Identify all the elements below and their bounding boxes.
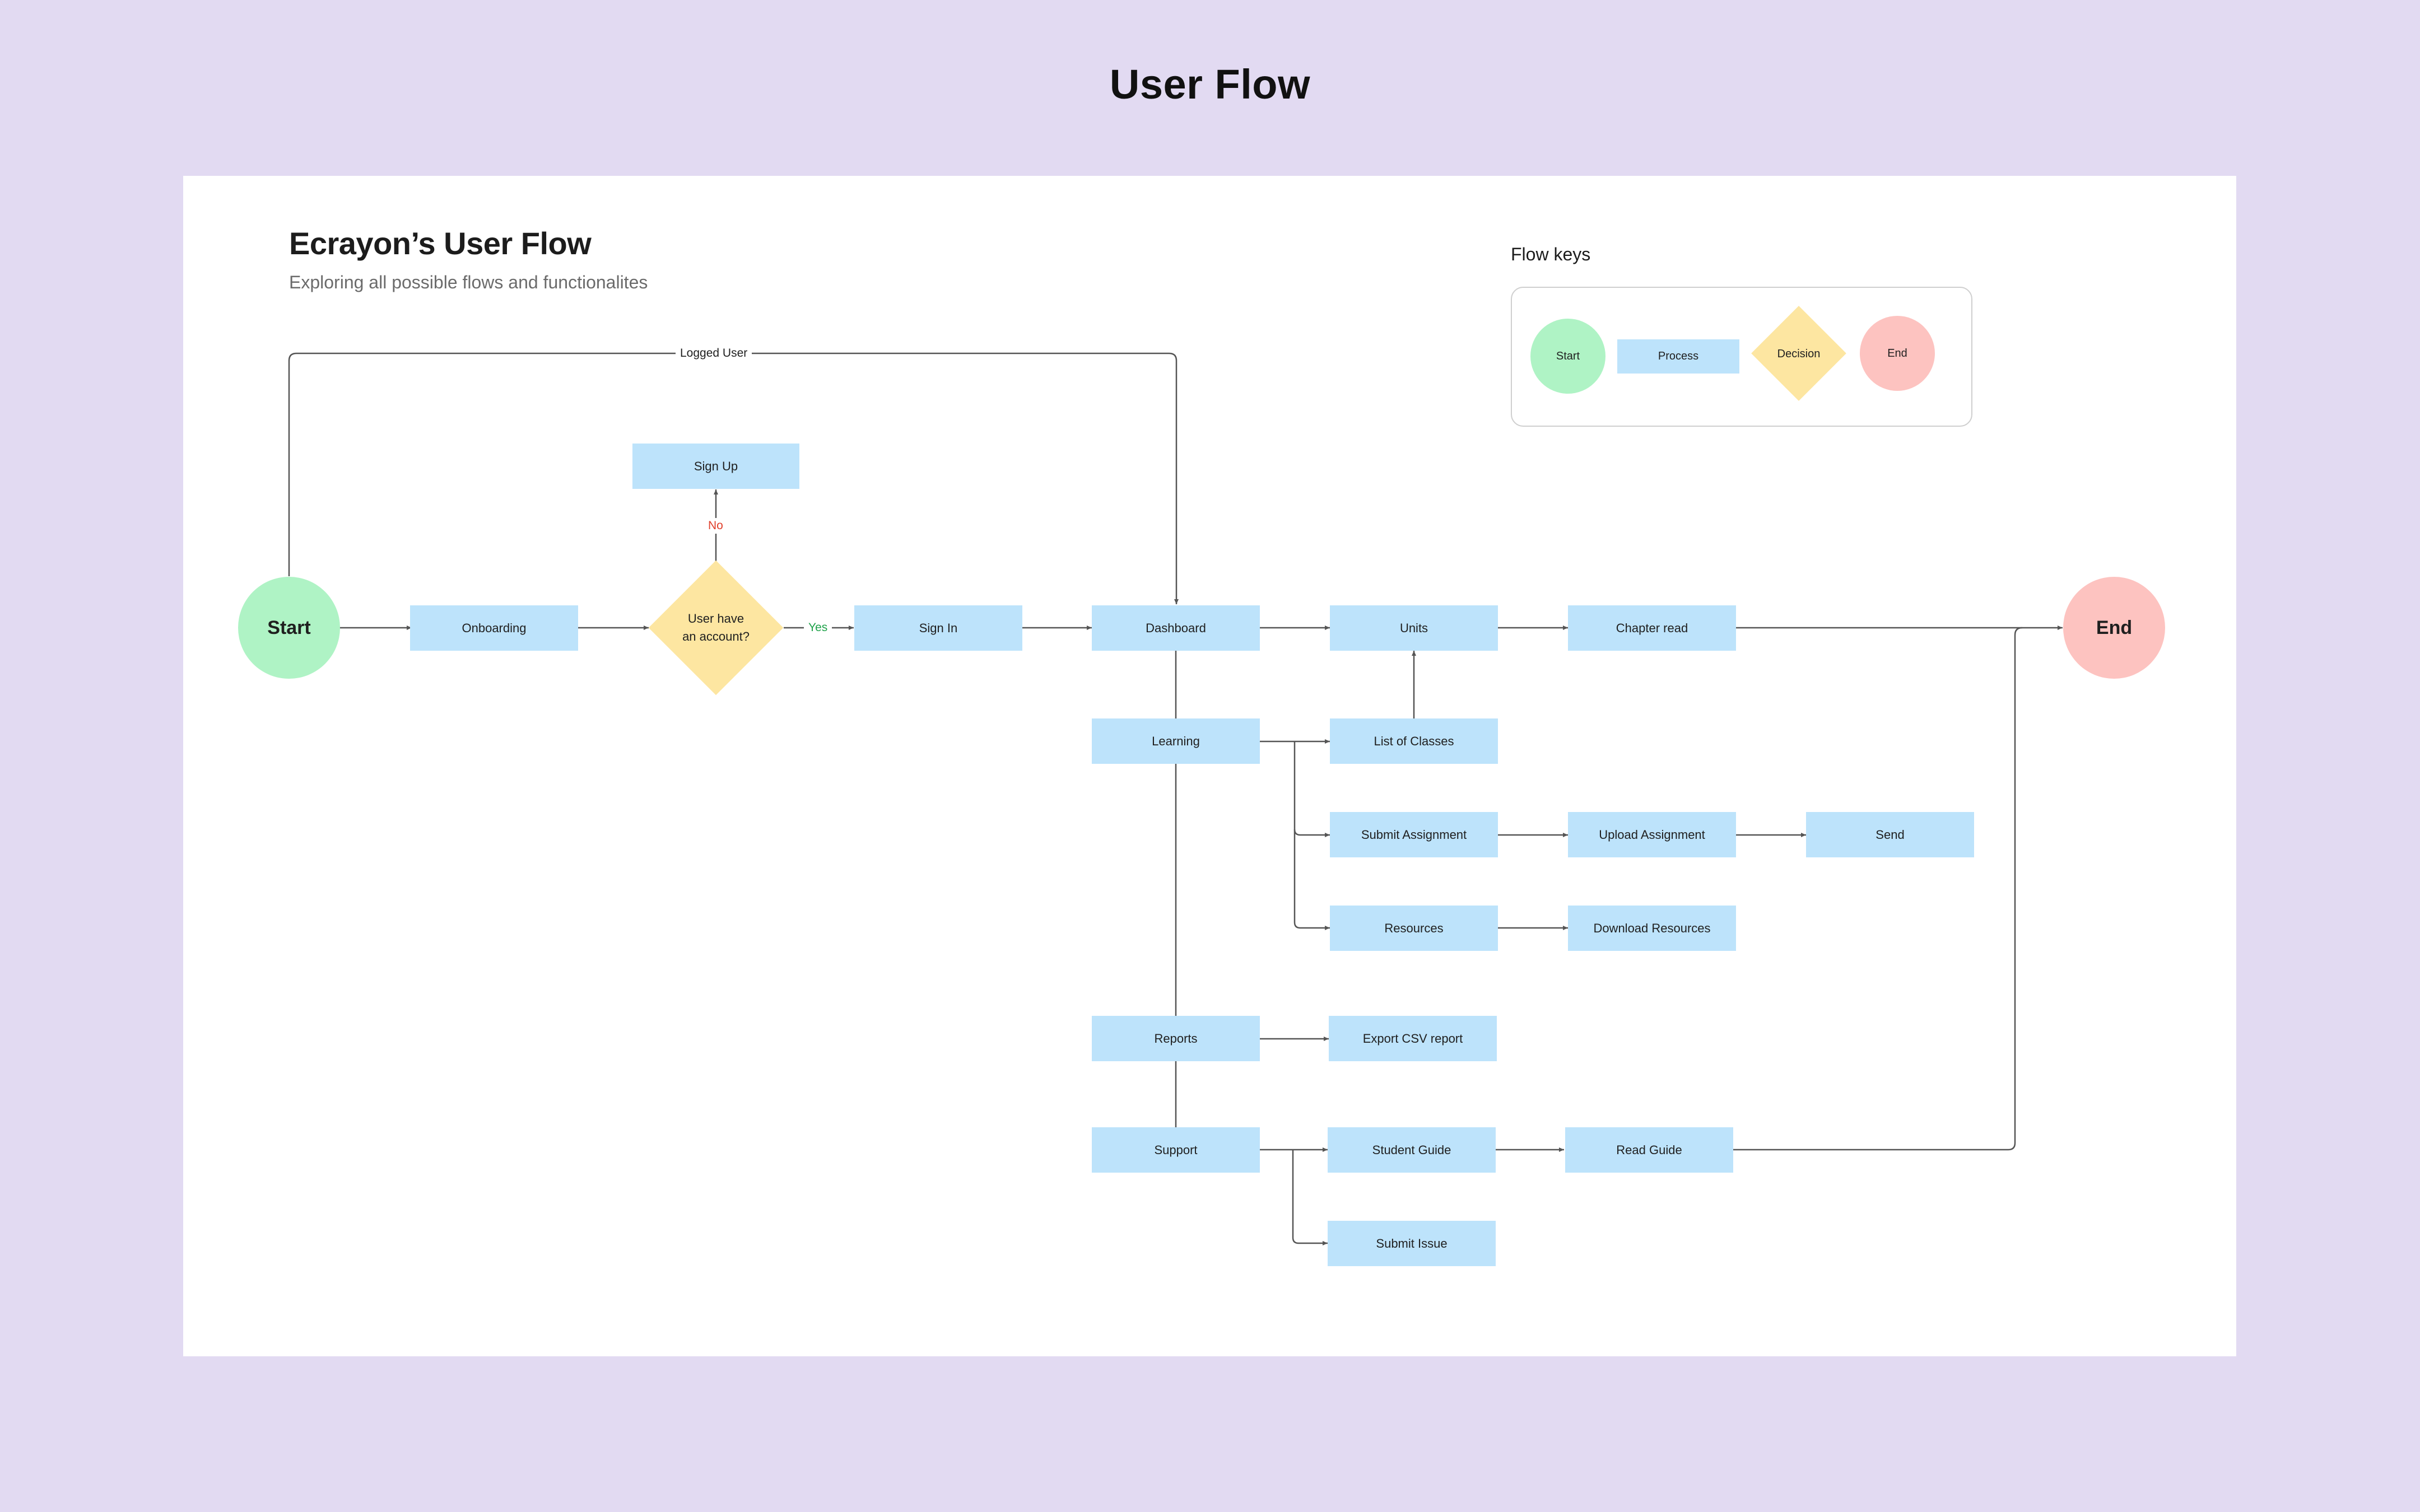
support-node[interactable]: Support bbox=[1092, 1127, 1260, 1173]
edge-readguide-end bbox=[1733, 627, 2023, 1151]
onboarding-node[interactable]: Onboarding bbox=[410, 605, 578, 651]
download-resources-node[interactable]: Download Resources bbox=[1568, 906, 1736, 951]
legend-box: Start Process Decision End bbox=[1511, 287, 1972, 427]
page-title: User Flow bbox=[1109, 61, 1311, 108]
yes-label: Yes bbox=[804, 620, 832, 636]
start-node[interactable]: Start bbox=[238, 577, 340, 679]
send-node[interactable]: Send bbox=[1806, 812, 1974, 857]
edge-learning-submit bbox=[1293, 829, 1330, 837]
legend-title: Flow keys bbox=[1511, 244, 1591, 264]
legend-process: Process bbox=[1617, 339, 1739, 374]
legend-start: Start bbox=[1530, 319, 1605, 394]
reports-node[interactable]: Reports bbox=[1092, 1016, 1260, 1061]
upload-assignment-node[interactable]: Upload Assignment bbox=[1568, 812, 1736, 857]
diagram-heading: Ecrayon’s User Flow bbox=[289, 226, 592, 261]
decision-line-2: an account? bbox=[682, 629, 750, 643]
diagram-subheading: Exploring all possible flows and functio… bbox=[289, 272, 648, 292]
dashboard-node[interactable]: Dashboard bbox=[1092, 605, 1260, 651]
legend-end: End bbox=[1860, 316, 1935, 391]
read-guide-node[interactable]: Read Guide bbox=[1565, 1127, 1733, 1173]
end-node[interactable]: End bbox=[2063, 577, 2165, 679]
resources-node[interactable]: Resources bbox=[1330, 906, 1498, 951]
flow-board: Ecrayon’s User Flow Exploring all possib… bbox=[183, 176, 2236, 1356]
account-decision-label: User have an account? bbox=[663, 605, 769, 650]
export-csv-node[interactable]: Export CSV report bbox=[1329, 1016, 1497, 1061]
edge-support-issue bbox=[1292, 1150, 1328, 1245]
sign-up-node[interactable]: Sign Up bbox=[632, 444, 799, 489]
student-guide-node[interactable]: Student Guide bbox=[1328, 1127, 1496, 1173]
units-node[interactable]: Units bbox=[1330, 605, 1498, 651]
decision-line-1: User have bbox=[687, 612, 744, 626]
chapter-read-node[interactable]: Chapter read bbox=[1568, 605, 1736, 651]
list-of-classes-node[interactable]: List of Classes bbox=[1330, 718, 1498, 764]
legend-decision: Decision bbox=[1777, 348, 1821, 360]
learning-node[interactable]: Learning bbox=[1092, 718, 1260, 764]
no-label: No bbox=[704, 518, 728, 534]
logged-user-label: Logged User bbox=[676, 346, 752, 361]
edge-learning-branch bbox=[1293, 741, 1330, 930]
submit-assignment-node[interactable]: Submit Assignment bbox=[1330, 812, 1498, 857]
submit-issue-node[interactable]: Submit Issue bbox=[1328, 1221, 1496, 1266]
sign-in-node[interactable]: Sign In bbox=[854, 605, 1022, 651]
